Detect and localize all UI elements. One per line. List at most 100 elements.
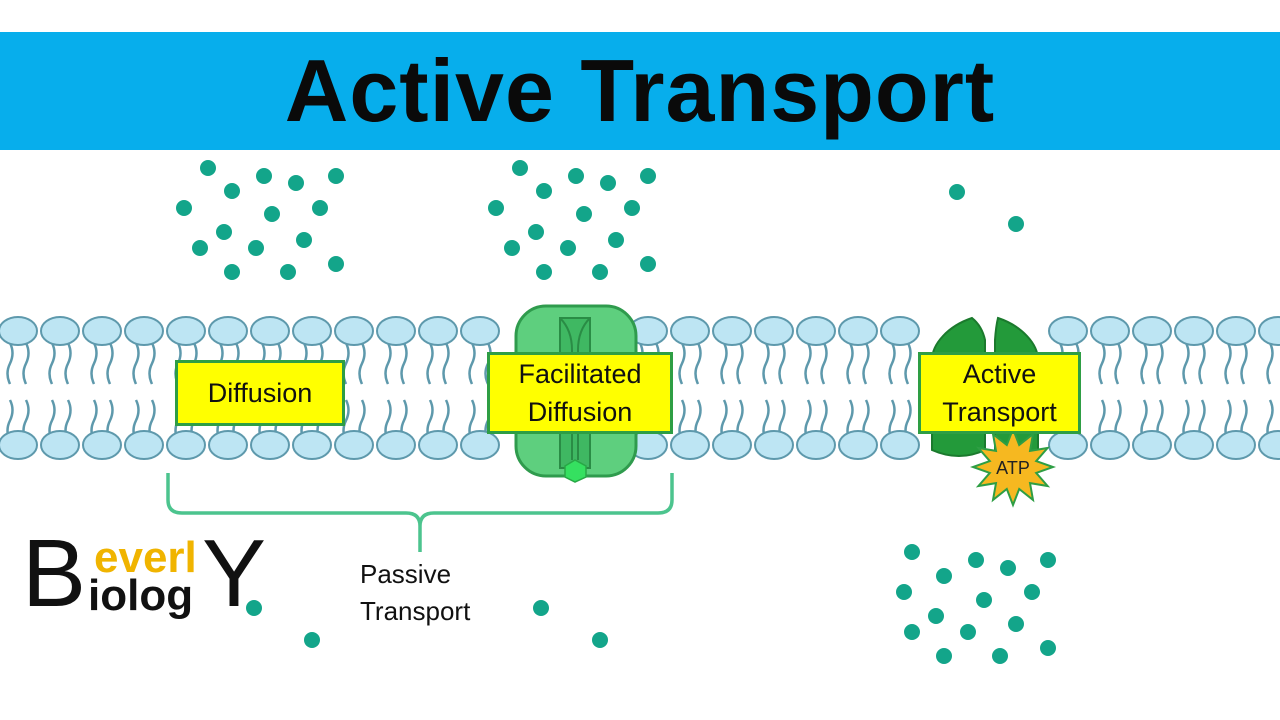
atp-star-icon: ATP — [969, 426, 1057, 508]
lipid-head — [1132, 316, 1172, 346]
molecule — [192, 240, 208, 256]
molecule — [896, 584, 912, 600]
lipid-tail — [804, 342, 812, 385]
passive-transport-label: Passive Transport — [360, 559, 471, 626]
molecule — [992, 648, 1008, 664]
molecule — [224, 183, 240, 199]
phospholipid — [334, 316, 374, 460]
lipid-tail — [778, 342, 786, 385]
lipid-head — [166, 316, 206, 346]
molecule — [280, 264, 296, 280]
molecule — [536, 183, 552, 199]
phospholipid — [880, 316, 920, 460]
lipid-tail — [904, 342, 912, 385]
lipid-tail — [694, 342, 702, 385]
phospholipid — [0, 316, 38, 460]
lipid-tail — [1224, 342, 1232, 385]
lipid-head — [418, 430, 458, 460]
channel-protein-left-half — [559, 317, 573, 460]
molecule — [936, 648, 952, 664]
lipid-head — [418, 316, 458, 346]
molecule — [928, 608, 944, 624]
beverly-biology-logo: B everl iolog Y — [22, 522, 272, 632]
molecules — [176, 160, 1056, 664]
molecule — [608, 232, 624, 248]
lipid-head — [712, 316, 752, 346]
phospholipid — [628, 316, 668, 460]
lipid-head — [460, 430, 500, 460]
lipid-head — [1216, 316, 1256, 346]
lipid-tail — [1098, 342, 1106, 385]
molecule — [328, 256, 344, 272]
lipid-tail — [468, 342, 476, 385]
molecule — [312, 200, 328, 216]
lipid-head — [40, 430, 80, 460]
lipid-head — [292, 316, 332, 346]
lipid-head — [1258, 430, 1280, 460]
lipid-tail — [1240, 342, 1248, 385]
lipid-tail — [132, 342, 140, 385]
lipid-head — [334, 316, 374, 346]
molecule — [936, 568, 952, 584]
molecule — [624, 200, 640, 216]
lipid-head — [0, 430, 38, 460]
molecule — [904, 624, 920, 640]
atp-label: ATP — [996, 458, 1030, 478]
lipid-tail — [358, 342, 366, 385]
lipid-tail — [48, 342, 56, 385]
lipid-head — [1258, 316, 1280, 346]
lipid-tail — [736, 342, 744, 385]
molecule — [512, 160, 528, 176]
lipid-head — [250, 316, 290, 346]
lipid-head — [208, 316, 248, 346]
lipid-head — [796, 316, 836, 346]
diffusion-label: Diffusion — [175, 360, 345, 426]
lipid-tail — [678, 342, 686, 385]
lipid-head — [376, 316, 416, 346]
molecule — [640, 168, 656, 184]
phospholipid — [1090, 316, 1130, 460]
lipid-tail — [426, 342, 434, 385]
lipid-head — [670, 430, 710, 460]
lipid-head — [1090, 316, 1130, 346]
molecule — [1008, 216, 1024, 232]
molecule — [1024, 584, 1040, 600]
phospholipid — [376, 316, 416, 460]
facilitated-diffusion-label: Facilitated Diffusion — [487, 352, 673, 434]
phospholipid — [754, 316, 794, 460]
molecule — [504, 240, 520, 256]
lipid-head — [0, 316, 38, 346]
title-bar: Active Transport — [0, 32, 1280, 150]
lipid-head — [838, 316, 878, 346]
lipid-head — [754, 430, 794, 460]
molecule — [200, 160, 216, 176]
lipid-tail — [148, 342, 156, 385]
lipid-tail — [22, 342, 30, 385]
molecule — [488, 200, 504, 216]
lipid-tail — [90, 342, 98, 385]
molecule — [568, 168, 584, 184]
lipid-head — [1174, 316, 1214, 346]
phospholipid — [1132, 316, 1172, 460]
lipid-head — [334, 430, 374, 460]
lipid-tail — [384, 342, 392, 385]
lipid-tail — [862, 342, 870, 385]
lipid-head — [376, 430, 416, 460]
lipid-tail — [1114, 342, 1122, 385]
molecule — [592, 632, 608, 648]
lipid-head — [1048, 316, 1088, 346]
molecule — [528, 224, 544, 240]
lipid-tail — [1156, 342, 1164, 385]
lipid-tail — [762, 342, 770, 385]
phospholipid — [670, 316, 710, 460]
lipid-head — [250, 430, 290, 460]
molecule — [904, 544, 920, 560]
molecule — [216, 224, 232, 240]
phospholipid — [124, 316, 164, 460]
lipid-head — [40, 316, 80, 346]
lipid-head — [208, 430, 248, 460]
lipid-head — [292, 430, 332, 460]
molecule — [296, 232, 312, 248]
molecule — [533, 600, 549, 616]
lipid-head — [460, 316, 500, 346]
